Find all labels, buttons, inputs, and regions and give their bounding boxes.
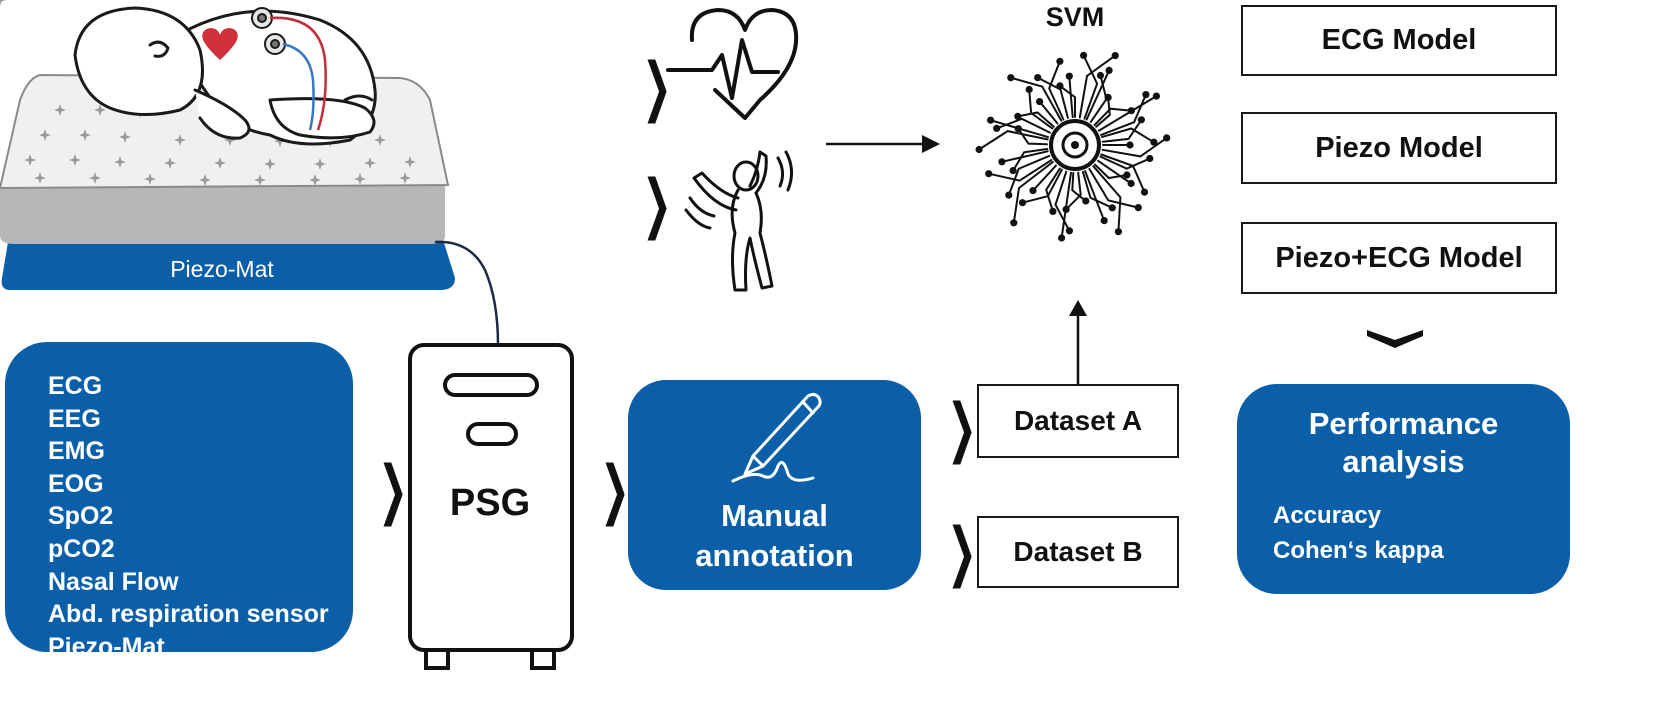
pen-signature-icon [731, 392, 822, 483]
cable-line [434, 240, 500, 346]
signal-list: ECG EEG EMG EOG SpO2 pCO2 Nasal Flow Abd… [48, 370, 329, 663]
dataset-b-box: Dataset B [977, 516, 1179, 588]
metric-accuracy: Accuracy [1273, 502, 1382, 529]
signal-item: EMG [48, 437, 105, 466]
psg-device-icon [408, 343, 574, 670]
annotation-label-line2: annotation [695, 538, 854, 573]
ecg-model-box: ECG Model [1241, 5, 1557, 76]
signal-item: SpO2 [48, 502, 114, 531]
performance-title-line1: Performance [1308, 406, 1499, 441]
piezo-model-box: Piezo Model [1241, 112, 1557, 184]
infant-on-mattress-illustration: Piezo-Mat [0, 0, 456, 290]
signal-item: EEG [48, 404, 101, 433]
psg-label: PSG [449, 482, 531, 524]
chevron-down-icon [1367, 330, 1423, 348]
chevron-right-icon: ❯ [642, 167, 672, 241]
chevron-right-icon: ❯ [947, 391, 977, 465]
signal-item: EOG [48, 469, 104, 498]
chevron-right-icon: ❯ [642, 50, 672, 124]
arrow-up-icon [1069, 300, 1087, 386]
manual-annotation-box: Manual annotation [628, 380, 921, 590]
heart-rate-icon [666, 8, 799, 120]
signal-item: Piezo-Mat [48, 632, 165, 661]
movement-icon [684, 150, 793, 292]
chevron-right-icon: ❯ [378, 453, 408, 527]
metric-kappa: Cohen‘s kappa [1273, 537, 1444, 564]
chevron-right-icon: ❯ [947, 515, 977, 589]
signal-item: ECG [48, 372, 103, 400]
annotation-label-line1: Manual [721, 498, 828, 533]
signal-item: Nasal Flow [48, 567, 179, 596]
svm-circuit-icon [975, 51, 1171, 242]
piezo-ecg-model-box: Piezo+ECG Model [1241, 222, 1557, 294]
signal-item: Abd. respiration sensor [48, 600, 329, 629]
chevron-right-icon: ❯ [600, 453, 630, 527]
performance-title-line2: analysis [1342, 444, 1465, 479]
svm-label: SVM [1045, 2, 1105, 32]
signal-item: pCO2 [48, 534, 115, 563]
arrow-right-icon [826, 135, 940, 153]
signals-box [5, 342, 353, 652]
performance-analysis-box: Performance analysis Accuracy Cohen‘s ka… [1237, 384, 1570, 594]
dataset-a-box: Dataset A [977, 384, 1179, 458]
mat-label: Piezo-Mat [170, 256, 274, 282]
